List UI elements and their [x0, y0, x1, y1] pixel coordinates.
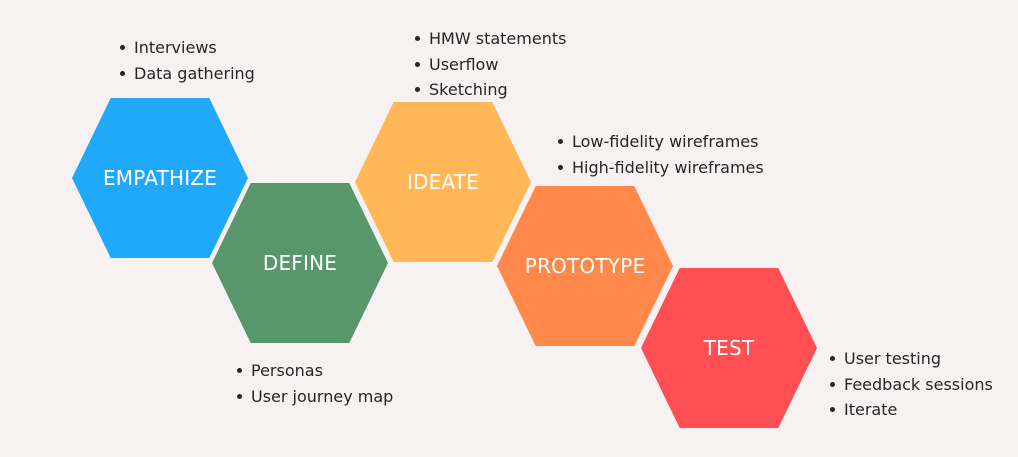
hexagon-ideate: IDEATE	[355, 102, 531, 262]
note-item: Feedback sessions	[828, 372, 993, 398]
note-item: User journey map	[235, 384, 393, 410]
note-item: High-fidelity wireframes	[556, 155, 764, 181]
stage-label-empathize: EMPATHIZE	[102, 166, 218, 190]
hexagon-test: TEST	[641, 268, 817, 428]
note-item: HMW statements	[413, 26, 566, 52]
note-item: Interviews	[118, 35, 255, 61]
note-item: User testing	[828, 346, 993, 372]
hexagon-prototype: PROTOTYPE	[497, 186, 673, 346]
note-item: Data gathering	[118, 61, 255, 87]
stage-label-test: TEST	[703, 336, 755, 360]
note-item: Personas	[235, 358, 393, 384]
stage-label-prototype: PROTOTYPE	[524, 254, 646, 278]
notes-test: User testing Feedback sessions Iterate	[828, 346, 993, 423]
notes-ideate: HMW statements Userflow Sketching	[413, 26, 566, 103]
stage-label-ideate: IDEATE	[406, 170, 480, 194]
note-item: Low-fidelity wireframes	[556, 129, 764, 155]
hexagon-empathize: EMPATHIZE	[72, 98, 248, 258]
notes-prototype: Low-fidelity wireframes High-fidelity wi…	[556, 129, 764, 180]
stage-label-define: DEFINE	[262, 251, 338, 275]
notes-empathize: Interviews Data gathering	[118, 35, 255, 86]
note-item: Iterate	[828, 397, 993, 423]
hexagon-define: DEFINE	[212, 183, 388, 343]
note-item: Sketching	[413, 77, 566, 103]
note-item: Userflow	[413, 52, 566, 78]
notes-define: Personas User journey map	[235, 358, 393, 409]
